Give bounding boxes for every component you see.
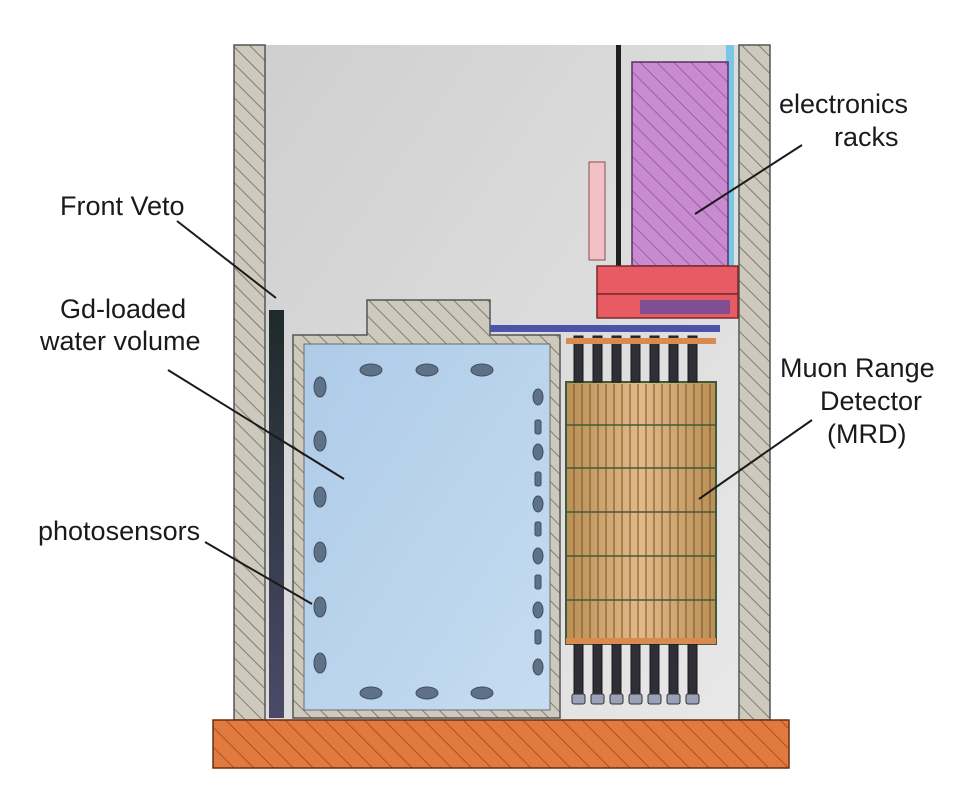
mrd-leader xyxy=(698,419,813,500)
photosensor-icon xyxy=(415,363,439,377)
photosensor-icon xyxy=(359,686,383,700)
gd-volume-label-line1: Gd-loaded xyxy=(60,294,187,324)
gd-volume-leader xyxy=(167,369,345,480)
muon-range-detector xyxy=(565,335,717,705)
front-veto-paddle xyxy=(269,310,284,718)
photosensor-icon xyxy=(532,658,544,676)
electronics-label-line2: racks xyxy=(834,122,899,152)
photosensor-icon xyxy=(415,686,439,700)
gd-volume-label-line2: water volume xyxy=(40,326,201,356)
photosensor-icon xyxy=(470,686,494,700)
photosensor-icon xyxy=(532,601,544,619)
gd-loaded-water-volume xyxy=(303,343,551,711)
photosensor-icon xyxy=(470,363,494,377)
photosensor-icon xyxy=(313,376,327,398)
photosensor-icon xyxy=(313,430,327,452)
mrd-label-line2: Detector xyxy=(820,386,923,416)
left-wall xyxy=(233,44,266,721)
front-veto-leader xyxy=(176,220,277,299)
right-wall xyxy=(738,44,771,721)
photosensor-icon xyxy=(313,486,327,508)
leader-lines xyxy=(167,144,813,605)
electronics-label-line1: electronics xyxy=(779,89,909,119)
photosensor-icon xyxy=(313,541,327,563)
mrd-label-line1: Muon Range xyxy=(780,353,935,383)
photosensor-icon xyxy=(313,652,327,674)
photosensor-icon xyxy=(532,443,544,461)
photosensor-icon xyxy=(532,495,544,513)
photosensor-icon xyxy=(532,547,544,565)
photosensors-label: photosensors xyxy=(38,516,201,546)
photosensor-icon xyxy=(359,363,383,377)
photosensor-icon xyxy=(532,388,544,406)
mrd-support-plate xyxy=(490,325,720,332)
photosensor-array xyxy=(313,363,544,700)
photosensor-icon xyxy=(313,596,327,618)
photosensors-leader xyxy=(204,541,313,605)
front-veto-label: Front Veto xyxy=(60,191,185,221)
mrd-label-line3: (MRD) xyxy=(827,419,907,449)
floor-slab xyxy=(212,719,790,769)
electronics-racks xyxy=(588,45,739,319)
electronics-leader xyxy=(694,144,803,215)
